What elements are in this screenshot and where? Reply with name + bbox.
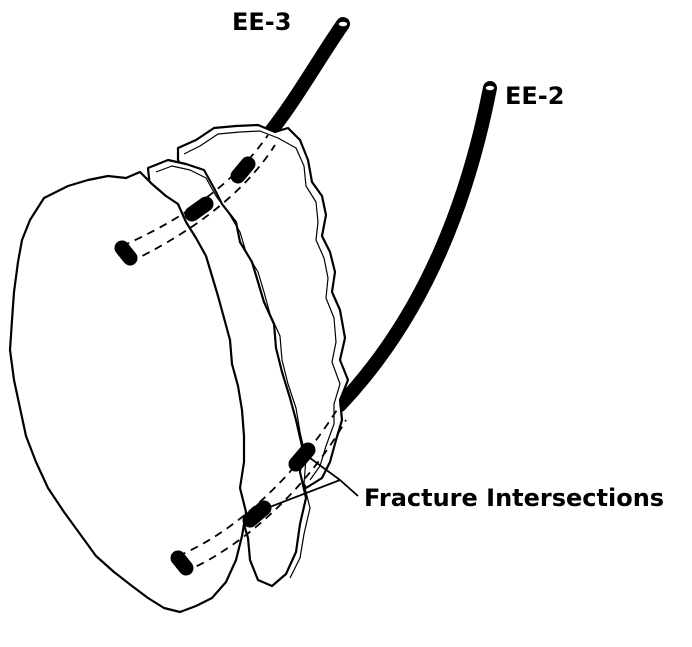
- ee2-wellbore-upper: [340, 88, 490, 405]
- ee2-intersection-front: [178, 558, 186, 568]
- ee2-wellhead-cap: [485, 85, 495, 91]
- ee3-intersection-middle: [192, 204, 206, 214]
- ee2-intersection-middle: [250, 508, 264, 520]
- ee2-label: EE-2: [505, 82, 564, 110]
- ee3-wellhead-cap: [338, 21, 348, 27]
- ee3-intersection-front: [122, 248, 130, 258]
- ee3-wellbore-upper: [268, 24, 343, 135]
- ee3-label: EE-3: [232, 8, 291, 36]
- ee2-intersection-back: [296, 450, 308, 464]
- ee3-intersection-back: [238, 164, 248, 176]
- fracture-intersections-label: Fracture Intersections: [364, 484, 664, 512]
